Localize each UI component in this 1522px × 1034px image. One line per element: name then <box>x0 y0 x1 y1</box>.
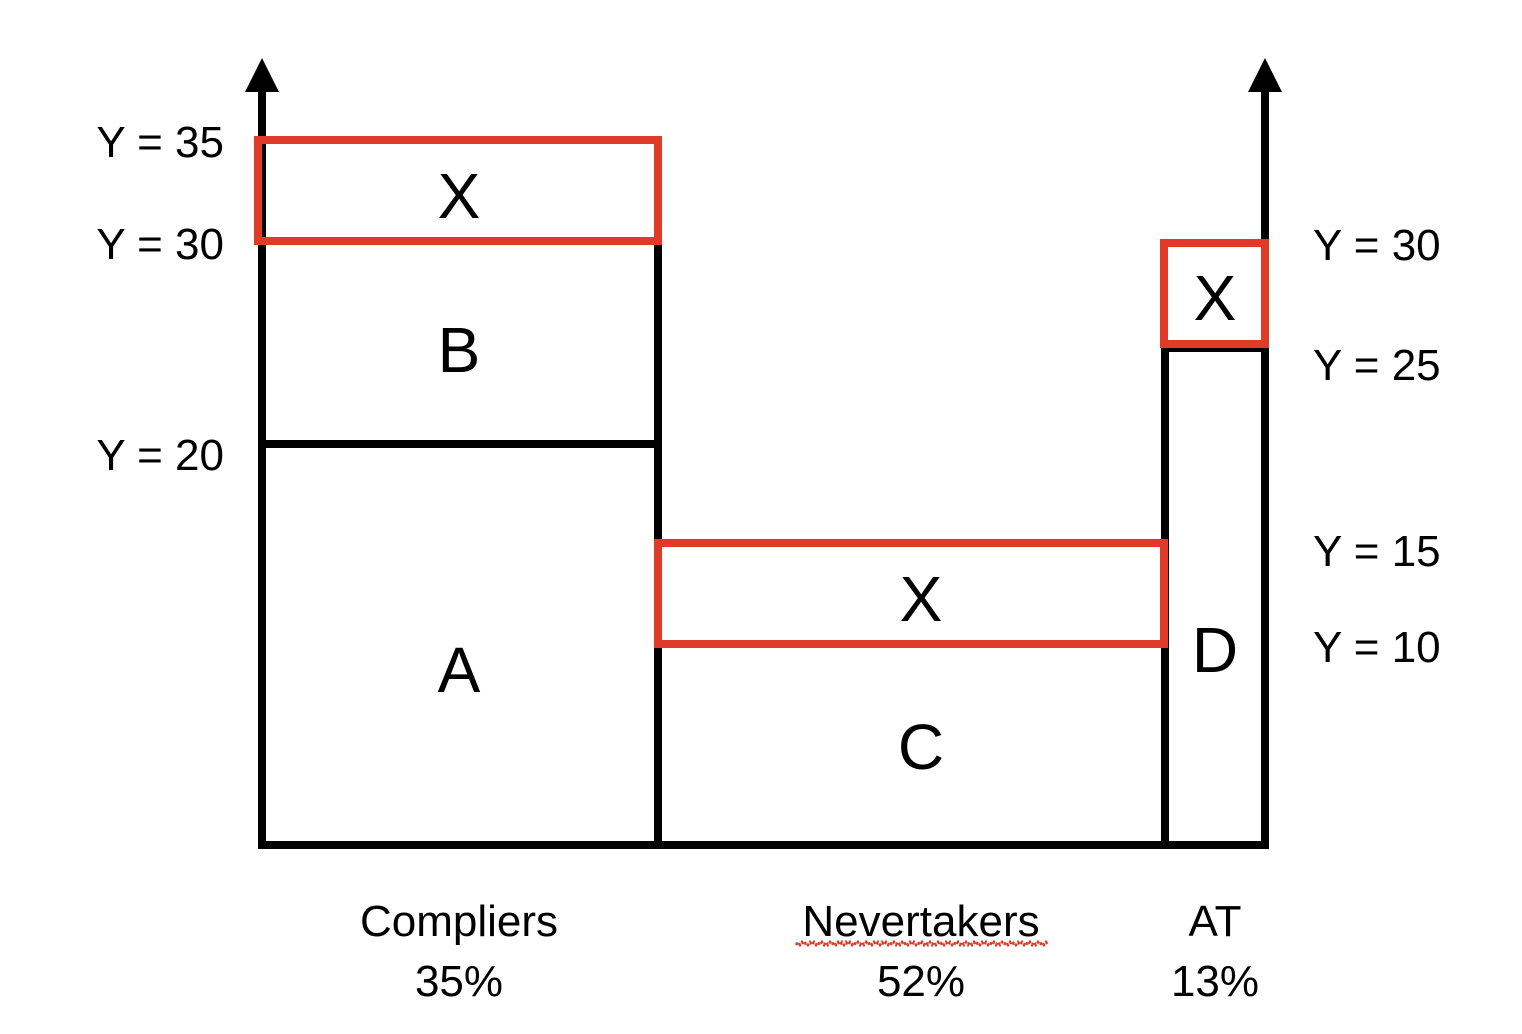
cell-nevertakers-x: X <box>900 563 943 635</box>
y-label-left-30: Y = 30 <box>96 220 224 269</box>
left-axis-arrowhead <box>245 58 279 92</box>
nevertakers-highlight-box <box>654 539 1168 648</box>
group-share-at: 13% <box>1171 957 1259 1006</box>
at-highlight-box <box>1160 239 1269 348</box>
cell-at-x: X <box>1194 262 1237 334</box>
cell-b: B <box>438 314 481 386</box>
right-axis <box>1248 58 1282 845</box>
y-label-right-25: Y = 25 <box>1313 341 1441 390</box>
group-label-compliers: Compliers <box>360 897 558 946</box>
y-label-left-20: Y = 20 <box>96 431 224 480</box>
cell-d: D <box>1192 614 1238 686</box>
cell-c: C <box>898 711 944 783</box>
spellcheck-underline <box>794 939 1050 948</box>
y-label-right-10: Y = 10 <box>1313 623 1441 672</box>
group-share-compliers: 35% <box>415 957 503 1006</box>
right-axis-arrowhead <box>1248 58 1282 92</box>
cell-a: A <box>438 634 481 706</box>
group-label-nevertakers: Nevertakers <box>802 897 1039 946</box>
y-label-right-15: Y = 15 <box>1313 527 1441 576</box>
compliers-column <box>254 136 662 849</box>
group-share-nevertakers: 52% <box>877 957 965 1006</box>
cell-compliers-x: X <box>438 160 481 232</box>
group-label-at: AT <box>1189 897 1242 946</box>
nevertakers-column <box>654 345 1169 849</box>
y-label-right-30: Y = 30 <box>1313 221 1441 270</box>
at-column <box>1160 239 1269 352</box>
y-label-left-35: Y = 35 <box>96 118 224 167</box>
compliers-highlight-box <box>254 136 662 245</box>
